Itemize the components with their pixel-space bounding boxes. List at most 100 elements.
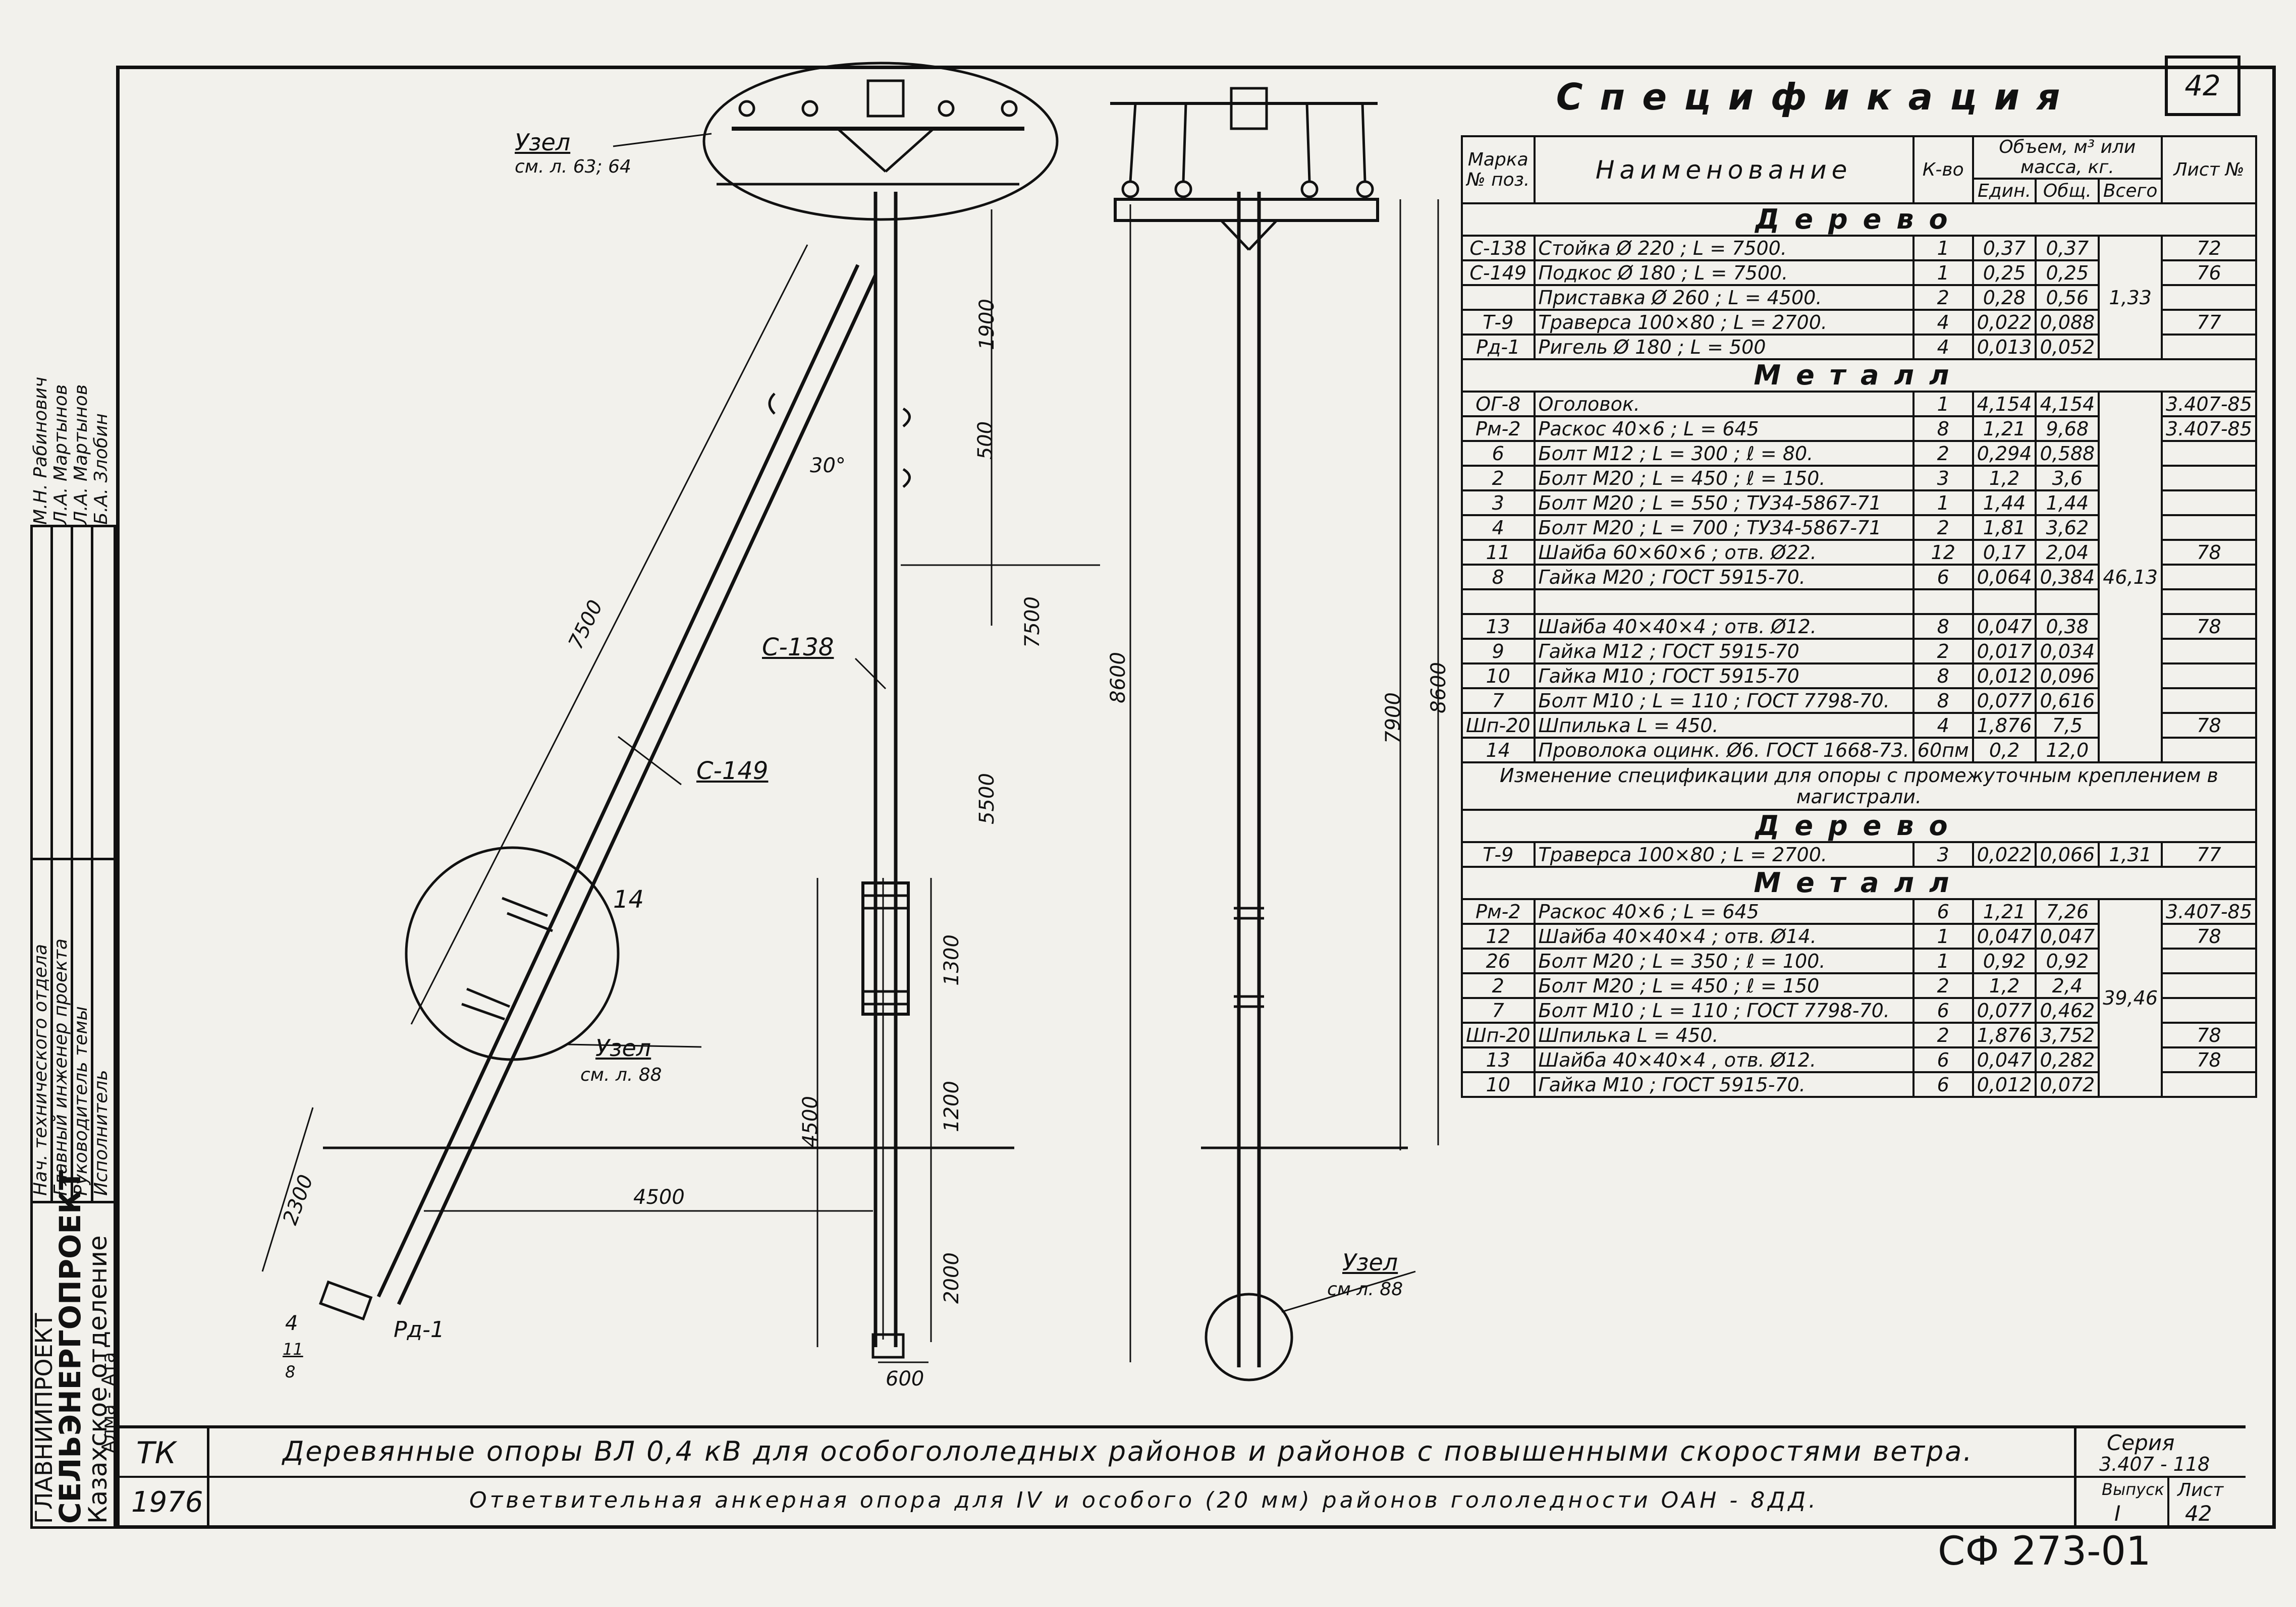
tk-code: ТК xyxy=(136,1435,177,1471)
cell-qty: 2 xyxy=(1912,440,1974,467)
cell-mark: Т-9 xyxy=(1461,841,1536,868)
cell-qty: 3 xyxy=(1912,841,1974,868)
node-top-label: Узел xyxy=(515,129,571,156)
cell-total: 0,92 xyxy=(2035,948,2100,974)
cell-total xyxy=(2035,588,2100,615)
role-3: Руководитель темы xyxy=(71,1006,91,1196)
cell-sheet: 72 xyxy=(2161,235,2257,261)
name-1: М.Н. Рабинович xyxy=(30,376,51,525)
cell-sheet xyxy=(2161,662,2257,689)
cell-sheet xyxy=(2161,997,2257,1024)
cell-mark: С-149 xyxy=(1461,259,1536,286)
cell-total: 3,752 xyxy=(2035,1022,2100,1048)
cell-total: 0,072 xyxy=(2035,1071,2100,1098)
cell-unit: 0,047 xyxy=(1972,1046,2037,1073)
cell-sheet xyxy=(2161,465,2257,491)
cell-unit: 0,022 xyxy=(1972,309,2037,336)
cell-unit: 1,2 xyxy=(1972,465,2037,491)
cell-total: 0,588 xyxy=(2035,440,2100,467)
sheet-frame xyxy=(116,66,2276,1529)
frac-num: 11 xyxy=(283,1340,303,1359)
cell-sheet: 3.407-85 xyxy=(2161,391,2257,417)
title-line2: Ответвительная анкерная опора для IV и о… xyxy=(469,1487,1819,1513)
change-metal-all-cell: 39,46 xyxy=(2098,898,2163,1098)
cell-total: 0,052 xyxy=(2035,334,2100,360)
cell-name: Шайба 40×40×4 ; отв. Ø12. xyxy=(1533,613,1915,640)
cell-unit: 0,28 xyxy=(1972,284,2037,311)
org-line2: СЕЛЬЭНЕРГОПРОЕКТ xyxy=(53,1170,87,1524)
cell-name: Гайка М10 ; ГОСТ 5915-70. xyxy=(1533,1071,1915,1098)
cell-sheet xyxy=(2161,638,2257,664)
cell-sheet: 3.407-85 xyxy=(2161,415,2257,442)
cell-name: Болт М10 ; L = 110 ; ГОСТ 7798-70. xyxy=(1533,997,1915,1024)
dim-4500-horizontal: 4500 xyxy=(633,1186,685,1209)
cell-mark: 4 xyxy=(1461,514,1536,541)
cell-total: 0,25 xyxy=(2035,259,2100,286)
frac-den: 8 xyxy=(285,1362,296,1381)
cell-total: 3,6 xyxy=(2035,465,2100,491)
cell-mark: 6 xyxy=(1461,440,1536,467)
dim-500: 500 xyxy=(974,421,998,460)
cell-total: 3,62 xyxy=(2035,514,2100,541)
cell-name: Раскос 40×6 ; L = 645 xyxy=(1533,898,1915,925)
node-mid-label: Узел xyxy=(595,1034,651,1062)
cell-sheet xyxy=(2161,972,2257,999)
cell-total: 0,384 xyxy=(2035,564,2100,590)
pole-label: С-138 xyxy=(762,633,834,661)
cell-sheet xyxy=(2161,514,2257,541)
cell-qty: 1 xyxy=(1912,391,1974,417)
spec-title: Спецификация xyxy=(1556,76,2078,118)
cell-name: Болт М10 ; L = 110 ; ГОСТ 7798-70. xyxy=(1533,687,1915,714)
cell-unit: 0,294 xyxy=(1972,440,2037,467)
cell-sheet: 3.407-85 xyxy=(2161,898,2257,925)
cell-name: Болт М20 ; L = 550 ; ТУ34-5867-71 xyxy=(1533,489,1915,516)
dim-7500: 7500 xyxy=(1020,596,1044,648)
role-1: Нач. технического отдела xyxy=(30,944,51,1196)
cell-unit: 1,876 xyxy=(1972,712,2037,739)
name-4: Б.А. Злобин xyxy=(91,413,112,525)
cell-qty: 1 xyxy=(1912,923,1974,950)
cell-sheet: 76 xyxy=(2161,259,2257,286)
cell-mark: Рд-1 xyxy=(1461,334,1536,360)
cell-total: 0,616 xyxy=(2035,687,2100,714)
cell-mark: 3 xyxy=(1461,489,1536,516)
cell-name: Шайба 60×60×6 ; отв. Ø22. xyxy=(1533,539,1915,566)
cell-unit: 0,022 xyxy=(1972,841,2037,868)
cell-name: Шпилька L = 450. xyxy=(1533,712,1915,739)
cell-qty: 8 xyxy=(1912,687,1974,714)
header-unit: Един. xyxy=(1972,178,2037,204)
cell-qty: 2 xyxy=(1912,972,1974,999)
issue-label: Выпуск xyxy=(2102,1480,2164,1499)
cell-total: 0,38 xyxy=(2035,613,2100,640)
cell-sheet: 78 xyxy=(2161,923,2257,950)
cell-mark xyxy=(1461,588,1536,615)
cell-total: 2,04 xyxy=(2035,539,2100,566)
footer-code: СФ 273-01 xyxy=(1938,1529,2151,1574)
header-sheet: Лист № xyxy=(2161,135,2257,204)
cell-qty: 8 xyxy=(1912,662,1974,689)
section-wood-row: Дерево xyxy=(1461,202,2257,237)
angle-label: 30° xyxy=(810,454,846,477)
cell-unit: 0,25 xyxy=(1972,259,2037,286)
cell-name: Подкос Ø 180 ; L = 7500. xyxy=(1533,259,1915,286)
cell-unit: 1,876 xyxy=(1972,1022,2037,1048)
dim-7900: 7900 xyxy=(1381,692,1405,744)
cell-mark: 12 xyxy=(1461,923,1536,950)
cell-unit: 1,2 xyxy=(1972,972,2037,999)
cell-name: Гайка М10 ; ГОСТ 5915-70 xyxy=(1533,662,1915,689)
cell-total: 4,154 xyxy=(2035,391,2100,417)
title-block: ТК 1976 Деревянные опоры ВЛ 0,4 кВ для о… xyxy=(116,1425,2246,1529)
cell-qty: 6 xyxy=(1912,1071,1974,1098)
cell-name xyxy=(1533,588,1915,615)
cell-mark: 2 xyxy=(1461,972,1536,999)
cell-mark: 2 xyxy=(1461,465,1536,491)
cell-qty: 4 xyxy=(1912,334,1974,360)
